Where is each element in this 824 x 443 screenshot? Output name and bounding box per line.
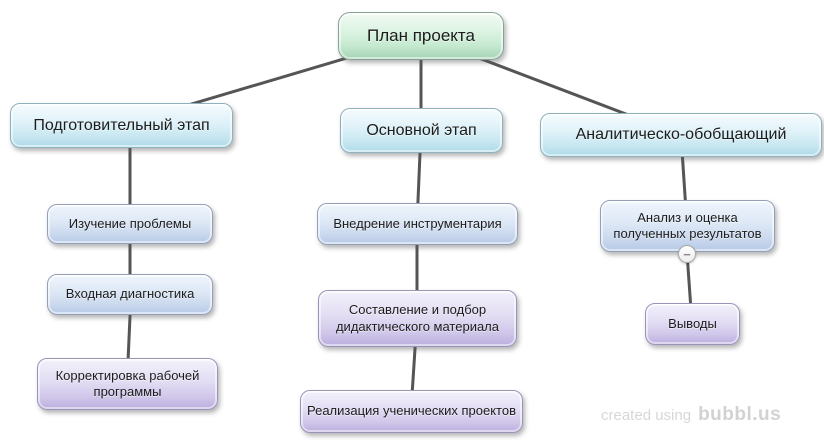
node-label: Реализация ученических проектов [307,403,516,419]
node-izuchenie-problemy[interactable]: Изучение проблемы [47,204,213,244]
node-label: Выводы [668,315,717,331]
node-korrektirovka-rabochey-programmy[interactable]: Корректировка рабочей программы [37,358,218,410]
node-label: План проекта [367,26,475,46]
bubbl-us-watermark: created using bubbl.us [601,404,781,426]
watermark-prefix: created using [601,407,692,424]
node-vyvody[interactable]: Выводы [645,303,740,345]
node-vkhodnaya-diagnostika[interactable]: Входная диагностика [47,274,213,315]
node-label: Входная диагностика [65,286,195,302]
node-label: Подготовительный этап [33,116,210,134]
node-podgotovitelny-etap[interactable]: Подготовительный этап [10,103,233,148]
node-label: Основной этап [366,121,477,139]
node-analitichesko-obobshchayushchy[interactable]: Аналитическо-обобщающий [540,113,822,157]
collapse-minus-button[interactable]: − [678,245,696,263]
node-label: Корректировка рабочей программы [55,367,200,399]
node-label: Составление и подбор дидактического мате… [335,302,500,334]
node-analiz-i-otsenka[interactable]: Анализ и оценка полученных результатов [600,200,775,252]
node-osnovnoy-etap[interactable]: Основной этап [340,108,503,153]
node-label: Изучение проблемы [68,215,192,231]
node-plan-proekta[interactable]: План проекта [338,12,504,60]
node-vnedrenie-instrumentariya[interactable]: Внедрение инструментария [317,203,518,245]
bubbl-us-logo: bubbl.us [698,404,782,425]
minus-icon: − [683,246,691,262]
node-label: Аналитическо-обобщающий [575,126,787,143]
node-label: Анализ и оценка полученных результатов [613,209,762,241]
node-label: Внедрение инструментария [333,215,502,231]
node-realizatsiya-proektov[interactable]: Реализация ученических проектов [300,390,523,433]
node-sostavlenie-i-podbor[interactable]: Составление и подбор дидактического мате… [318,290,517,347]
